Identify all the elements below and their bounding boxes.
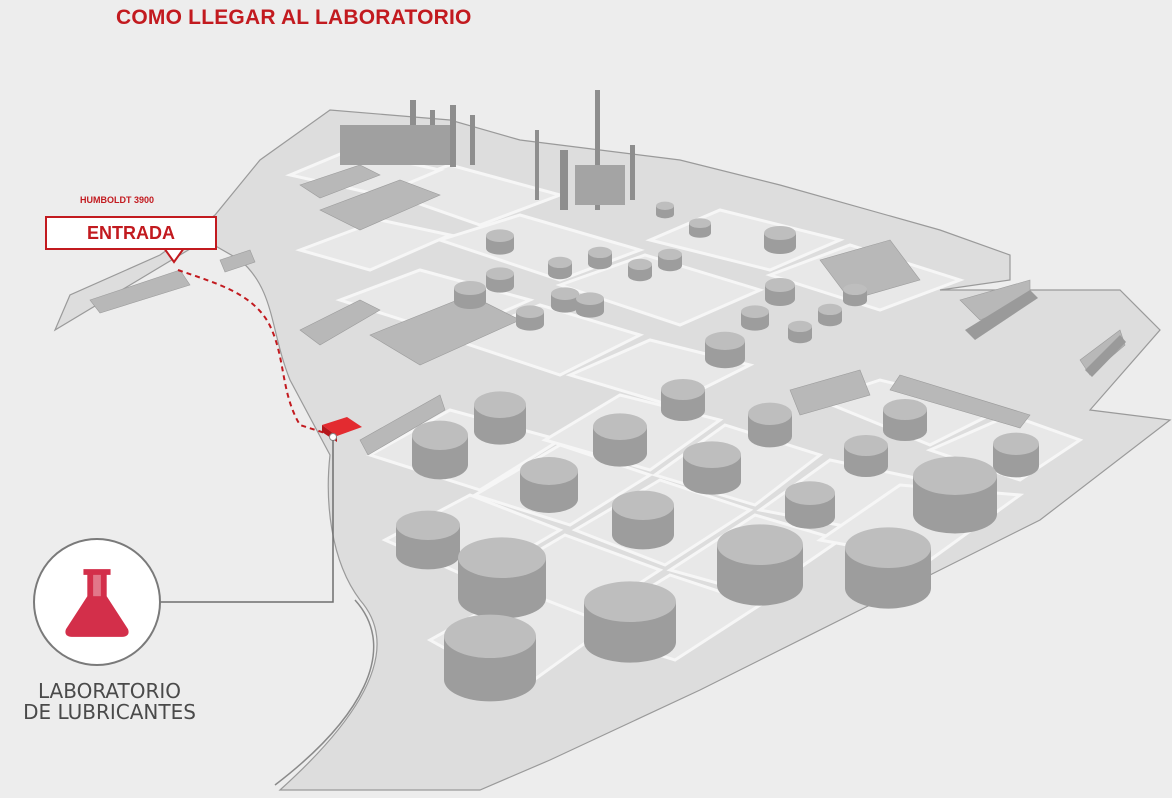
lab-location-dot [329, 433, 337, 441]
lab-label-line1: LABORATORIO [37, 679, 182, 703]
page-title: COMO LLEGAR AL LABORATORIO [116, 6, 472, 29]
lab-connector-line [160, 440, 334, 603]
ships [965, 290, 1126, 377]
entrance-callout[interactable]: ENTRADA [45, 216, 217, 250]
refinery-towers [340, 90, 635, 210]
address-label: HUMBOLDT 3900 [80, 195, 155, 205]
buildings [89, 164, 1126, 456]
lab-building-marker [322, 417, 362, 436]
coast-line [274, 599, 375, 786]
dashed-route-line [177, 269, 326, 434]
lab-legend-circle[interactable] [33, 538, 161, 666]
lab-label-line2: DE LUBRICANTES [23, 700, 196, 724]
flask-icon [65, 569, 129, 637]
lab-legend-label: LABORATORIO DE LUBRICANTES [22, 681, 197, 723]
